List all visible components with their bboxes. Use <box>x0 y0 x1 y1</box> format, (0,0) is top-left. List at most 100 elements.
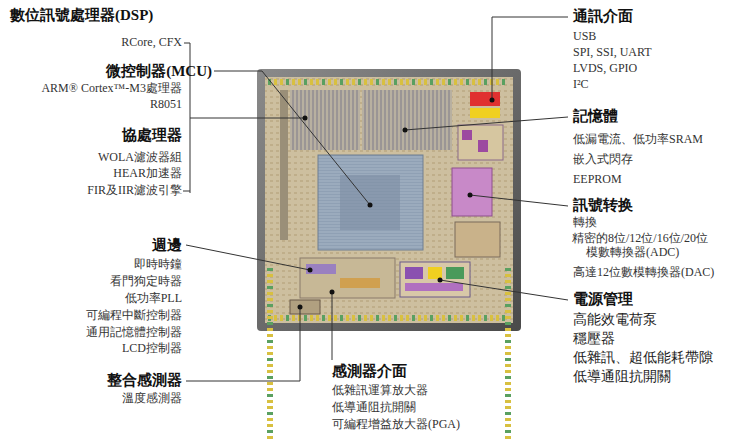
pad <box>304 315 307 321</box>
section-heading: 整合感測器 <box>107 371 182 389</box>
pad <box>505 310 511 313</box>
item-text: R8051 <box>150 97 182 111</box>
pad <box>267 268 273 271</box>
pad <box>460 79 463 85</box>
item-text: 低導通阻抗開關 <box>332 400 416 414</box>
pad <box>358 315 361 321</box>
item-text: RCore, CFX <box>121 35 182 49</box>
item-text: WOLA濾波器組 <box>98 150 182 164</box>
item-text: 低功率PLL <box>125 291 182 305</box>
section-heading: 週邊 <box>152 236 182 254</box>
cell <box>340 278 380 288</box>
pad <box>364 79 367 85</box>
pad <box>505 268 511 271</box>
item-text: ARM® Cortex™-M3處理器 <box>41 81 182 95</box>
pad <box>267 322 273 325</box>
pad <box>406 315 409 321</box>
memory-block <box>290 90 360 150</box>
pad <box>267 394 273 397</box>
pad <box>502 79 505 85</box>
leader-line <box>405 117 568 130</box>
cell <box>478 140 488 152</box>
pad <box>267 310 273 313</box>
pad <box>505 418 511 421</box>
pad <box>505 394 511 397</box>
pad <box>496 315 499 321</box>
pad <box>505 280 511 283</box>
leader-dot <box>438 278 443 283</box>
pad <box>454 79 457 85</box>
peripheral-block <box>300 258 395 298</box>
pad <box>388 79 391 85</box>
cell <box>405 283 463 291</box>
pad <box>322 79 325 85</box>
cell <box>428 267 442 279</box>
pad <box>505 370 511 373</box>
pad <box>328 79 331 85</box>
item-text: 高達12位數模轉換器(DAC) <box>573 265 714 279</box>
pad <box>267 316 273 319</box>
pad <box>505 286 511 289</box>
item-text: 看門狗定時器 <box>110 274 182 288</box>
dac-block <box>455 222 500 257</box>
leader-lines <box>183 17 568 381</box>
pad <box>346 315 349 321</box>
leader-dot <box>403 128 408 133</box>
pad <box>505 364 511 367</box>
pad <box>502 315 505 321</box>
pad <box>400 315 403 321</box>
pad <box>286 79 289 85</box>
leader-dot <box>490 98 495 103</box>
pad <box>484 79 487 85</box>
item-text: FIR及IIR濾波引擎 <box>87 183 182 197</box>
item-text: 溫度感測器 <box>122 391 182 405</box>
pad <box>466 79 469 85</box>
section-heading: 微控制器(MCU) <box>106 62 212 80</box>
pad <box>505 412 511 415</box>
leader-line <box>190 118 305 119</box>
pad <box>505 376 511 379</box>
pad <box>280 79 283 85</box>
pad <box>267 358 273 361</box>
pad <box>448 315 451 321</box>
cell <box>462 130 472 140</box>
pad <box>505 316 511 319</box>
leader-line <box>186 245 310 270</box>
pad <box>267 274 273 277</box>
pad <box>394 79 397 85</box>
pad <box>267 328 273 331</box>
pad <box>424 315 427 321</box>
pad <box>346 79 349 85</box>
sensor-block <box>290 300 320 314</box>
pad <box>292 79 295 85</box>
item-text: 低導通阻抗開關 <box>573 369 671 385</box>
pad <box>316 315 319 321</box>
pad <box>460 315 463 321</box>
pad <box>274 315 277 321</box>
leader-dot <box>303 116 308 121</box>
pad <box>267 298 273 301</box>
item-text: 通用記憶體控制器 <box>86 325 182 339</box>
item-text: 轉換 <box>573 215 597 229</box>
pad <box>267 382 273 385</box>
pad <box>267 430 273 433</box>
pad <box>280 315 283 321</box>
item-text: SPI, SSI, UART <box>573 45 652 59</box>
pad <box>505 424 511 427</box>
section-heading: 數位訊號處理器(DSP) <box>10 6 153 24</box>
pad <box>436 315 439 321</box>
pad <box>274 79 277 85</box>
pad <box>376 315 379 321</box>
item-text: USB <box>573 29 596 43</box>
pad <box>505 334 511 337</box>
pad <box>400 79 403 85</box>
section-heading: 記憶體 <box>573 107 618 125</box>
leader-line <box>183 191 190 192</box>
cpu-core <box>340 175 400 230</box>
leader-dot <box>330 290 335 295</box>
item-text: HEAR加速器 <box>113 166 182 180</box>
pad <box>316 79 319 85</box>
pad <box>454 315 457 321</box>
